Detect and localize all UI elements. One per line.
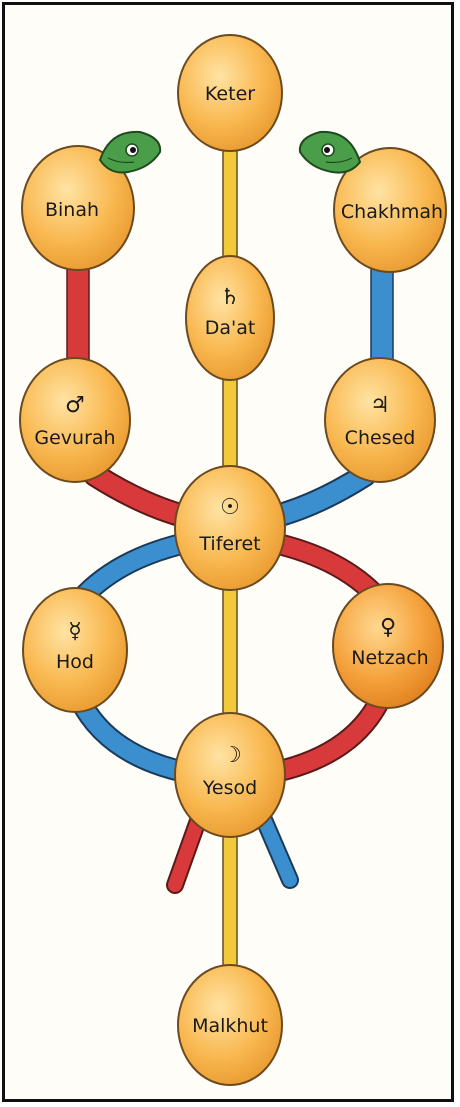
node-chakhmah: Chakhmah <box>333 147 447 273</box>
mars-icon: ♂ <box>65 393 85 418</box>
node-chakhmah-label: Chakhmah <box>341 201 443 223</box>
node-malkhut: Malkhut <box>177 964 283 1086</box>
node-hod-label: Hod <box>56 651 94 673</box>
node-yesod: ☽ Yesod <box>174 712 286 838</box>
node-binah: Binah <box>21 145 135 271</box>
node-chesed-label: Chesed <box>345 427 416 449</box>
node-tiferet: ☉ Tiferet <box>174 465 286 591</box>
serpent-head-right-icon <box>298 130 362 174</box>
mercury-icon: ☿ <box>68 619 82 644</box>
node-tiferet-label: Tiferet <box>198 533 260 555</box>
node-keter-label: Keter <box>205 83 255 105</box>
node-gevurah: ♂ Gevurah <box>19 357 131 483</box>
node-malkhut-label: Malkhut <box>192 1015 268 1037</box>
node-gevurah-label: Gevurah <box>34 427 115 449</box>
saturn-icon: ♄ <box>220 285 240 310</box>
venus-icon: ♀ <box>380 615 396 640</box>
node-netzach: ♀ Netzach <box>332 583 444 709</box>
node-daat: ♄ Da'at <box>185 255 275 381</box>
node-chesed: ♃ Chesed <box>324 357 436 483</box>
node-netzach-label: Netzach <box>351 647 428 669</box>
sun-icon: ☉ <box>220 495 240 520</box>
node-yesod-label: Yesod <box>202 777 257 799</box>
node-daat-label: Da'at <box>205 317 256 339</box>
node-binah-label: Binah <box>45 199 99 221</box>
moon-icon: ☽ <box>222 743 242 768</box>
node-keter: Keter <box>177 34 283 152</box>
serpent-head-left-icon <box>98 130 162 174</box>
node-hod: ☿ Hod <box>22 587 128 713</box>
jupiter-icon: ♃ <box>370 393 390 418</box>
